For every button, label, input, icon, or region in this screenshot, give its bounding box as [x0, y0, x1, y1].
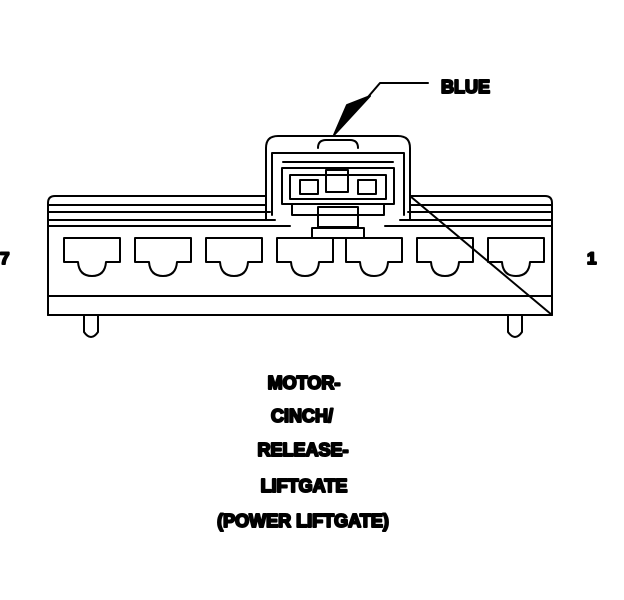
caption-line: (POWER LIFTGATE) — [217, 511, 389, 531]
terminal-cavity — [345, 237, 403, 277]
pin-label-left: 7 — [0, 249, 9, 268]
caption-line: LIFTGATE — [261, 476, 348, 496]
caption-line: MOTOR- — [268, 373, 341, 393]
terminal-cavity — [205, 237, 263, 277]
terminal-cavity — [134, 237, 192, 277]
terminal-cavity — [416, 237, 474, 277]
right-mounting-post — [507, 314, 523, 338]
caption-line: RELEASE- — [257, 440, 348, 460]
callout-label: BLUE — [441, 77, 490, 97]
left-mounting-post — [83, 314, 99, 338]
mounting-posts — [83, 314, 523, 338]
caption-line: CINCH/ — [271, 406, 333, 426]
callout-leader — [333, 82, 429, 136]
terminal-cavity — [276, 237, 334, 277]
callout-arrowhead — [333, 95, 371, 136]
terminal-cavity — [487, 237, 545, 277]
pin-label-right: 1 — [587, 249, 596, 268]
connector-caption: MOTOR- CINCH/ RELEASE- LIFTGATE (POWER L… — [216, 372, 390, 532]
terminal-cavity — [63, 237, 121, 277]
terminal-cavities — [63, 237, 545, 277]
connector-latch — [265, 135, 411, 239]
connector-body — [47, 195, 553, 316]
